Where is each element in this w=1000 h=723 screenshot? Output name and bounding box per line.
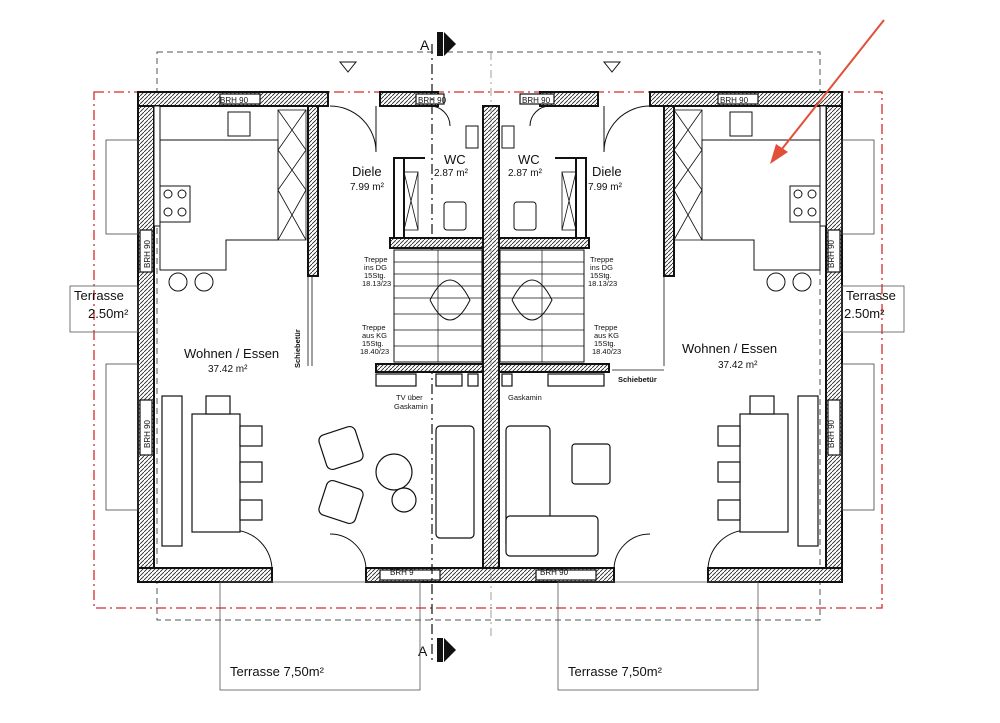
terrace-bottom-label: Terrasse 7,50m²	[230, 664, 325, 679]
svg-text:18.40/23: 18.40/23	[360, 347, 389, 356]
room-area-wc: 2.87 m²	[508, 168, 543, 179]
svg-text:aus KG: aus KG	[362, 331, 387, 340]
svg-text:15Stg.: 15Stg.	[594, 339, 616, 348]
brh-label: BRH 90	[143, 419, 152, 448]
brh-label: BRH 90	[522, 96, 551, 105]
interior-walls	[307, 105, 675, 373]
svg-text:15Stg.: 15Stg.	[364, 271, 386, 280]
room-area-diele: 7.99 m²	[350, 182, 385, 193]
brh-label: BRH 90	[827, 419, 836, 448]
svg-text:aus KG: aus KG	[594, 331, 619, 340]
sliding-door-note: Schiebetür	[293, 329, 302, 368]
gaskamin-note: Gaskamin	[508, 393, 542, 402]
svg-text:15Stg.: 15Stg.	[590, 271, 612, 280]
dining-tables	[161, 395, 819, 547]
section-arrow-top	[444, 32, 456, 56]
svg-text:ins DG: ins DG	[590, 263, 613, 272]
tv-note: TV über	[396, 393, 423, 402]
room-area-wohnen: 37.42 m²	[208, 364, 248, 375]
living-furniture	[318, 373, 611, 557]
sliding-door-note: Schiebetür	[618, 375, 657, 384]
section-arrow-bottom	[444, 638, 456, 662]
svg-text:18.13/23: 18.13/23	[362, 279, 391, 288]
room-label-wc: WC	[518, 152, 540, 167]
section-mark-top: A	[420, 37, 430, 53]
room-label-wohnen: Wohnen / Essen	[682, 341, 777, 356]
windows	[139, 93, 841, 581]
roof-outline	[156, 51, 821, 621]
stair-note-down: Treppe	[362, 323, 386, 332]
terrace-label: Terrasse	[846, 288, 896, 303]
terrace-area: 2.50m²	[88, 306, 129, 321]
brh-label: BRH 90	[143, 239, 152, 268]
room-area-wohnen: 37.42 m²	[718, 360, 758, 371]
stair-note-up: Treppe	[364, 255, 388, 264]
svg-text:15Stg.: 15Stg.	[362, 339, 384, 348]
svg-text:ins DG: ins DG	[364, 263, 387, 272]
brh-label: BRH 90	[418, 96, 447, 105]
brh-label: BRH 90	[220, 96, 249, 105]
stair-note-down: Treppe	[594, 323, 618, 332]
staircases	[393, 249, 585, 363]
kitchens	[159, 111, 821, 292]
brh-label: BRH 90	[540, 568, 569, 577]
room-label-wc: WC	[444, 152, 466, 167]
svg-text:18.40/23: 18.40/23	[592, 347, 621, 356]
brh-label: BRH 90	[827, 239, 836, 268]
party-wall	[482, 105, 500, 569]
stair-note-up: Treppe	[590, 255, 614, 264]
plot-outline	[93, 91, 883, 609]
svg-text:Gaskamin: Gaskamin	[394, 402, 428, 411]
terrace-bottom-label: Terrasse 7,50m²	[568, 664, 663, 679]
svg-text:18.13/23: 18.13/23	[588, 279, 617, 288]
section-mark-bottom: A	[418, 643, 428, 659]
room-label-diele: Diele	[352, 164, 382, 179]
brh-label: BRH 90	[720, 96, 749, 105]
annotation-arrow	[777, 19, 885, 155]
room-label-wohnen: Wohnen / Essen	[184, 346, 279, 361]
brh-label: BRH 9	[390, 568, 414, 577]
room-label-diele: Diele	[592, 164, 622, 179]
terrace-area: 2.50m²	[844, 306, 885, 321]
room-area-wc: 2.87 m²	[434, 168, 469, 179]
room-area-diele: 7.99 m²	[588, 182, 623, 193]
terrace-label: Terrasse	[74, 288, 124, 303]
